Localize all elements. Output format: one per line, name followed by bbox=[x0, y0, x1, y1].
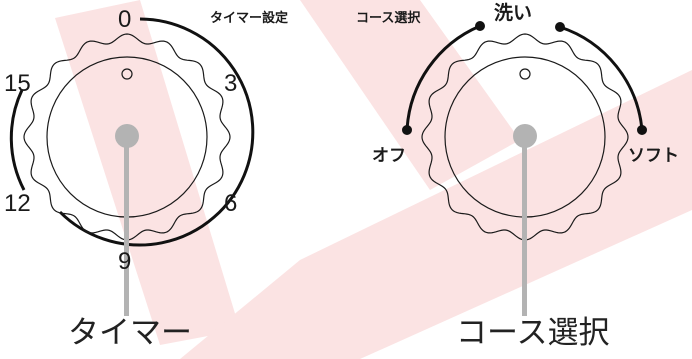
course-select-heading: コース選択 bbox=[356, 11, 421, 26]
course-arc-end-dot-top-right bbox=[555, 22, 565, 32]
course-pointer-shaft bbox=[522, 136, 527, 316]
timer-label-3: 3 bbox=[224, 70, 238, 97]
course-pointer-knob bbox=[513, 124, 537, 148]
timer-pointer-shaft bbox=[124, 136, 129, 316]
timer-label-0: 0 bbox=[118, 6, 132, 33]
timer-pointer-knob bbox=[115, 124, 139, 148]
course-dial-caption: コース選択 bbox=[456, 315, 610, 351]
course-scale-arc-left bbox=[405, 24, 481, 131]
course-label-off: オフ bbox=[372, 146, 406, 166]
course-label-soft: ソフト bbox=[628, 146, 679, 166]
timer-scale-arc bbox=[58, 17, 255, 247]
course-arc-end-dot-left bbox=[402, 125, 412, 135]
watermark-shape bbox=[55, 0, 692, 359]
course-arc-end-dot-right bbox=[637, 125, 647, 135]
course-arc-end-dot-top-left bbox=[475, 21, 485, 31]
course-knob-indicator-dot bbox=[519, 68, 531, 80]
timer-label-6: 6 bbox=[224, 190, 238, 217]
timer-label-15: 15 bbox=[4, 70, 31, 97]
timer-label-9: 9 bbox=[118, 248, 132, 275]
timer-scale-arc-left bbox=[9, 89, 26, 191]
timer-dial[interactable] bbox=[9, 17, 255, 316]
course-scale-arc-right bbox=[559, 25, 644, 131]
timer-knob-indicator-dot bbox=[121, 68, 133, 80]
timer-label-12: 12 bbox=[4, 190, 31, 217]
timer-setting-heading: タイマー設定 bbox=[210, 11, 289, 26]
course-dial[interactable] bbox=[402, 21, 647, 316]
timer-dial-caption: タイマー bbox=[68, 315, 192, 351]
course-label-wash: 洗い bbox=[494, 2, 533, 24]
